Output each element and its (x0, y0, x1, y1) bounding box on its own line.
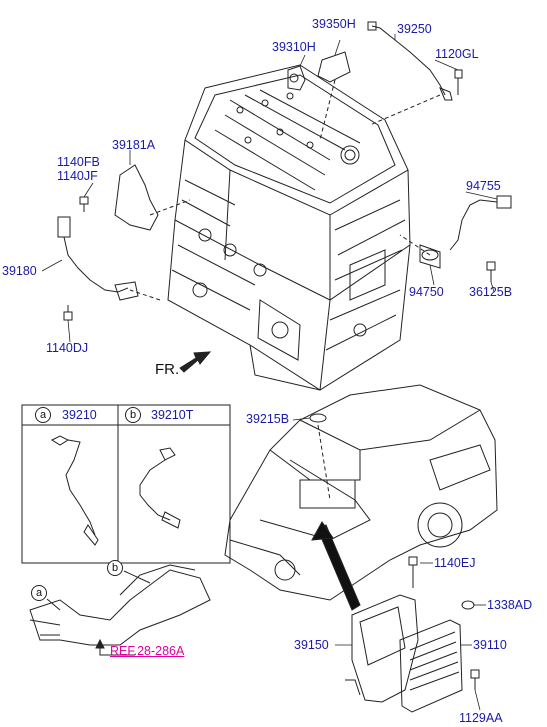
label-1140ej: 1140EJ (434, 556, 476, 570)
bolt-1120gl (454, 69, 463, 95)
ref-leader (99, 648, 135, 656)
vehicle-illustration (224, 384, 498, 601)
front-arrow (179, 351, 212, 373)
label-1140fb: 1140FB (57, 155, 100, 169)
nut-1338ad (461, 600, 475, 610)
ecu-module (399, 619, 463, 713)
label-39250: 39250 (397, 22, 432, 36)
reference-link[interactable]: REF.28-286A (110, 644, 185, 658)
bolt-1140ej (408, 556, 418, 588)
label-1140dj: 1140DJ (46, 341, 89, 355)
label-39110: 39110 (473, 638, 507, 652)
sensor-variant-inset (21, 404, 231, 564)
callout-leader-b (123, 570, 151, 584)
ecu-location-arrowhead (311, 521, 334, 541)
callout-leader-a (46, 598, 61, 611)
label-36125b: 36125B (469, 285, 513, 299)
heat-shield (114, 164, 159, 231)
label-39350h: 39350H (312, 17, 356, 31)
front-oxygen-sensor (57, 216, 139, 301)
engine-block (167, 64, 411, 391)
bolt-1140fb (79, 196, 89, 212)
label-39180: 39180 (2, 264, 37, 278)
cam-position-sensor (287, 65, 306, 91)
inset-part-b: 39210T (151, 408, 194, 422)
label-94755: 94755 (466, 179, 501, 193)
oil-pressure-switch (419, 195, 512, 269)
callout-b: b (107, 560, 123, 576)
sensor-bracket (317, 51, 351, 83)
inset-marker-b: b (125, 407, 141, 423)
label-leaders (41, 34, 498, 711)
front-direction-label: FR. (155, 361, 180, 378)
label-94750: 94750 (409, 285, 444, 299)
leader-lines (129, 79, 441, 501)
inset-marker-a: a (35, 407, 51, 423)
label-1120gl: 1120GL (435, 47, 479, 61)
label-1129aa: 1129AA (459, 711, 503, 725)
label-39181a: 39181A (112, 138, 156, 152)
bolt-1140dj (63, 305, 73, 321)
inset-part-a: 39210 (62, 408, 97, 422)
label-1140jf: 1140JF (57, 169, 98, 183)
callout-a: a (31, 585, 47, 601)
label-39310h: 39310H (272, 40, 316, 54)
ecu-bracket (345, 594, 419, 703)
oil-temp-sensor (367, 21, 453, 101)
bolt-1129aa (470, 669, 480, 690)
label-1338ad: 1338AD (487, 598, 533, 612)
bolt-36125b (486, 261, 496, 282)
label-39215b: 39215B (246, 412, 290, 426)
catalytic-converter (29, 564, 211, 646)
label-39150: 39150 (294, 638, 329, 652)
ref-arrowhead (95, 638, 105, 649)
grommet-39215b (309, 413, 327, 423)
